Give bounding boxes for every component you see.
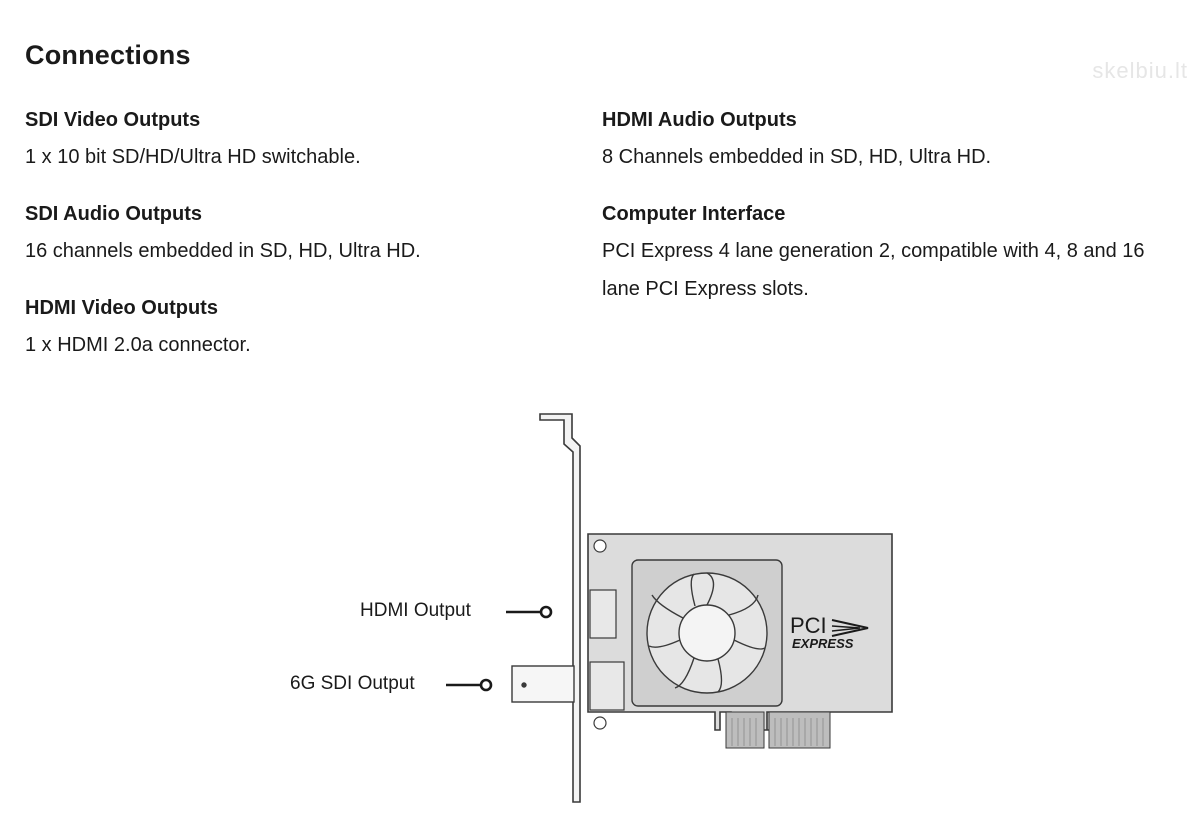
spec-heading: HDMI Audio Outputs	[602, 109, 797, 131]
logo-pci-text: PCI	[790, 613, 827, 638]
pci-express-logo: PCI EXPRESS	[790, 613, 869, 651]
callout-6g-sdi-output: 6G SDI Output	[290, 673, 415, 694]
spec-body: 1 x HDMI 2.0a connector.	[25, 334, 251, 356]
pcie-card-diagram: PCI EXPRESS	[446, 413, 893, 803]
logo-express-text: EXPRESS	[792, 636, 854, 651]
spec-body: 8 Channels embedded in SD, HD, Ultra HD.	[602, 146, 992, 168]
spec-computer-interface: Computer Interface PCI Express 4 lane ge…	[602, 202, 1162, 308]
callout-line-hdmi	[506, 605, 553, 619]
specs-right-column: HDMI Audio Outputs 8 Channels embedded i…	[602, 108, 1162, 334]
spec-heading: Computer Interface	[602, 203, 786, 225]
callout-hdmi-output: HDMI Output	[360, 600, 471, 621]
mounting-bracket	[539, 413, 581, 803]
sdi-port-block	[589, 661, 625, 711]
spec-hdmi-video: HDMI Video Outputs 1 x HDMI 2.0a connect…	[25, 296, 585, 364]
spec-sdi-audio: SDI Audio Outputs 16 channels embedded i…	[25, 202, 585, 270]
spec-sdi-video: SDI Video Outputs 1 x 10 bit SD/HD/Ultra…	[25, 108, 585, 176]
spec-body: 16 channels embedded in SD, HD, Ultra HD…	[25, 240, 421, 262]
page-title: Connections	[25, 40, 191, 70]
spec-body: 1 x 10 bit SD/HD/Ultra HD switchable.	[25, 146, 361, 168]
watermark: skelbiu.lt	[1092, 58, 1188, 83]
callout-line-sdi	[446, 678, 493, 692]
gold-fingers	[725, 711, 831, 749]
bnc-connector	[511, 665, 575, 703]
spec-heading: SDI Audio Outputs	[25, 203, 203, 225]
fan-icon	[646, 572, 768, 694]
spec-hdmi-audio: HDMI Audio Outputs 8 Channels embedded i…	[602, 108, 1162, 176]
spec-heading: HDMI Video Outputs	[25, 297, 218, 319]
specs-left-column: SDI Video Outputs 1 x 10 bit SD/HD/Ultra…	[25, 108, 585, 390]
spec-heading: SDI Video Outputs	[25, 109, 201, 131]
spec-body: PCI Express 4 lane generation 2, compati…	[602, 240, 1145, 300]
hdmi-port-block	[589, 589, 617, 639]
